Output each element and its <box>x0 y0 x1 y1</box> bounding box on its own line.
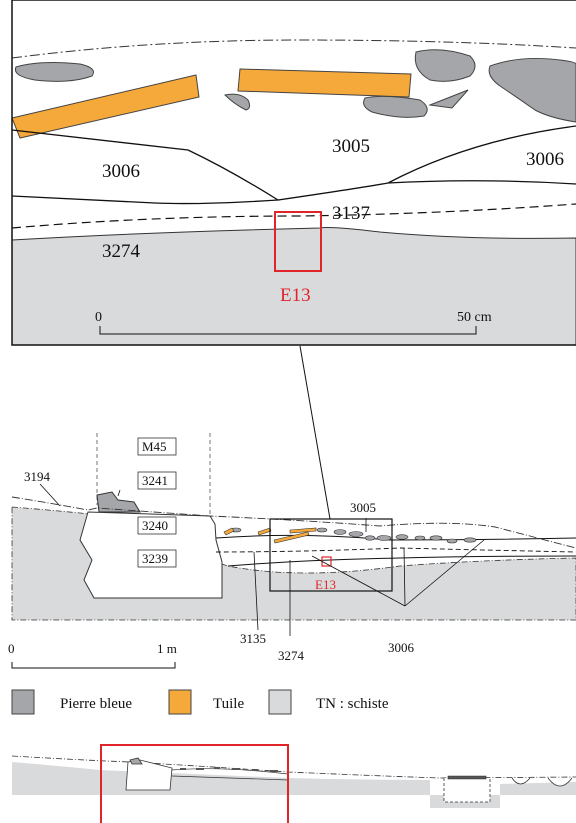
section-label-3135: 3135 <box>240 631 266 646</box>
overview-wall-block <box>129 757 143 765</box>
section-scale-end: 1 m <box>157 641 177 656</box>
section-tiles <box>223 527 317 544</box>
detail-label-3006-right: 3006 <box>526 149 564 170</box>
section-label-3274: 3274 <box>278 648 305 663</box>
legend-label-tuile: Tuile <box>213 696 244 712</box>
section-label-3241: 3241 <box>142 473 168 488</box>
detail-bedrock <box>11 227 576 346</box>
detail-surface-line <box>11 39 576 59</box>
detail-scale-start: 0 <box>95 310 102 325</box>
detail-sample-e13-box <box>274 211 322 272</box>
overview-wall <box>125 759 173 791</box>
detail-label-3274: 3274 <box>102 241 141 262</box>
legend-swatch-tn-schiste <box>268 689 292 715</box>
section-detail-frame <box>269 518 393 592</box>
section-label-3194: 3194 <box>24 469 51 484</box>
detail-panel: 3006 3005 3006 3137 3274 E13 0 50 cm <box>11 0 576 346</box>
overview-highlight-frame <box>100 744 289 823</box>
section-layer-line-2 <box>215 547 576 553</box>
section-panel: E13 M45 3241 3240 3239 3194 3005 3135 32… <box>8 433 576 669</box>
section-surface-line <box>11 496 576 549</box>
section-leader-lines <box>39 483 485 636</box>
detail-layer-boundary-3006-right <box>277 125 576 201</box>
legend: Pierre bleue Tuile TN : schiste <box>11 689 389 715</box>
section-label-3240: 3240 <box>142 518 168 533</box>
section-label-3006: 3006 <box>388 640 415 655</box>
section-label-3239: 3239 <box>142 551 168 566</box>
detail-dashed-boundary-3137 <box>11 203 576 229</box>
section-sample-e13-label: E13 <box>315 577 336 592</box>
legend-swatch-tuile <box>168 689 192 715</box>
section-sample-e13-box <box>321 556 332 567</box>
overview-bedrock <box>12 762 576 808</box>
section-stone-3241 <box>96 491 141 513</box>
detail-tiles <box>11 68 412 139</box>
detail-frame <box>11 0 576 346</box>
detail-layer-boundary-3006-left <box>11 129 281 205</box>
overview-pit <box>443 778 491 803</box>
legend-label-tn-schiste: TN : schiste <box>316 696 389 712</box>
legend-swatch-pierre-bleue <box>11 689 35 715</box>
section-wall-joints <box>94 562 223 599</box>
detail-label-3137: 3137 <box>332 203 370 224</box>
overview-surface <box>11 755 576 779</box>
section-label-m45: M45 <box>142 439 167 454</box>
section-layer-line-1 <box>215 534 576 541</box>
detail-label-3006-left: 3006 <box>102 161 140 182</box>
section-stones <box>230 527 477 544</box>
detail-stones <box>14 49 576 123</box>
detail-scale-bar <box>99 326 477 335</box>
detail-label-3005: 3005 <box>332 136 370 157</box>
overview-pit-block <box>447 775 487 780</box>
legend-label-pierre-bleue: Pierre bleue <box>60 696 132 712</box>
section-label-boxes <box>137 437 177 568</box>
overview-hollows <box>511 777 573 787</box>
overview-section <box>11 744 576 823</box>
section-label-3005: 3005 <box>350 500 376 515</box>
section-scale-start: 0 <box>8 641 15 656</box>
detail-scale-end: 50 cm <box>457 310 492 325</box>
section-layer-line-3 <box>227 555 576 567</box>
section-scale-bar <box>11 662 176 669</box>
detail-sample-e13-label: E13 <box>280 285 311 306</box>
zoom-connector-line <box>299 345 331 520</box>
overview-layer-stones <box>180 767 278 772</box>
